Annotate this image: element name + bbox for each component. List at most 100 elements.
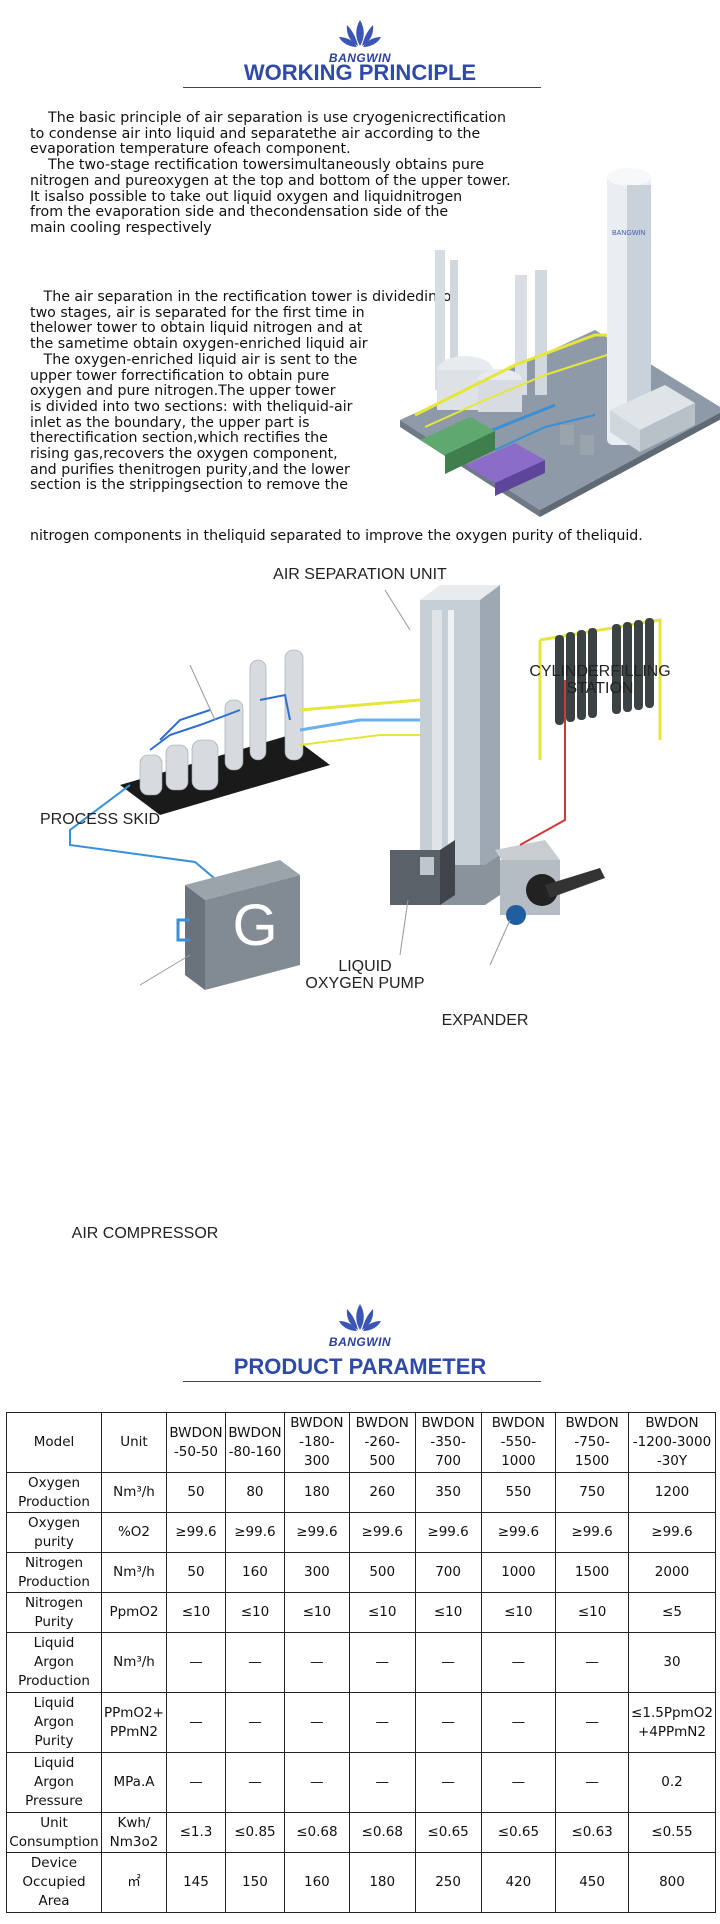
row-value: — (224, 1632, 285, 1693)
row-value: 550 (480, 1472, 557, 1513)
brand-name: BANGWIN (328, 1335, 392, 1349)
row-value: — (348, 1692, 416, 1753)
row-value: — (283, 1752, 350, 1813)
row-unit: Nm³/h (100, 1552, 167, 1593)
tower-brand: BANGWIN (612, 230, 645, 237)
row-value: ≥99.6 (555, 1512, 629, 1553)
principle-line: The basic principle of air separation is… (30, 110, 506, 126)
row-value: — (555, 1752, 629, 1813)
row-value: 160 (283, 1852, 350, 1913)
header-model-name: BWDON-1200-3000-30Y (627, 1412, 717, 1473)
header-model-name: BWDON-750-1500 (555, 1412, 629, 1473)
principle-line: main cooling respectively (30, 219, 212, 236)
row-unit: %O2 (100, 1512, 167, 1553)
row-value: ≥99.6 (627, 1512, 717, 1553)
row-value: — (480, 1752, 557, 1813)
label-air-separation-unit: AIR SEPARATION UNIT (273, 566, 447, 583)
row-value: ≥99.6 (414, 1512, 482, 1553)
principle-line: thelower tower to obtain liquid nitrogen… (30, 320, 363, 337)
row-value: ≤0.55 (627, 1812, 717, 1853)
row-value: 0.2 (627, 1752, 717, 1813)
title-divider (183, 1381, 541, 1382)
principle-line: rising gas,recovers the oxygen component… (30, 446, 338, 462)
row-value: ≥99.6 (348, 1512, 416, 1553)
row-value: ≤0.63 (555, 1812, 629, 1853)
row-unit: PpmO2 (100, 1592, 167, 1633)
label-cylinder-filling-line2: STATION (566, 680, 634, 697)
label-cylinder-filling: CYLINDERFILLING STATION (520, 663, 680, 697)
principle-line: The two-stage rectification towersimulta… (30, 157, 485, 174)
principle-line: to condense air into liquid and separate… (30, 125, 481, 142)
principle-line: and purifies thenitrogen purity,and the … (30, 461, 350, 478)
row-value: — (165, 1692, 226, 1753)
row-unit: PPmO2+PPmN2 (100, 1692, 167, 1753)
row-value: ≤0.85 (224, 1812, 285, 1853)
principle-line: therectification section,which rectifies… (30, 430, 328, 447)
row-value: ≤0.65 (414, 1812, 482, 1853)
lotus-icon (339, 1304, 381, 1331)
label-liquid-oxygen-pump-line2: OXYGEN PUMP (305, 975, 425, 992)
diagram-artwork: G (69, 585, 662, 990)
row-value: 1000 (480, 1552, 557, 1593)
row-value: 350 (414, 1472, 482, 1513)
label-liquid-oxygen-pump-line1: LIQUID (338, 958, 392, 975)
label-process-skid: PROCESS SKID (39, 811, 161, 828)
row-value: ≤10 (480, 1592, 557, 1633)
principle-line: from the evaporation side and thecondens… (30, 204, 449, 221)
row-unit: Kwh/Nm3o2 (100, 1812, 167, 1853)
principle-line: It isalso possible to take out liquid ox… (30, 188, 463, 205)
row-value: ≤0.65 (480, 1812, 557, 1853)
brand-logo: BANGWIN (0, 18, 720, 65)
row-value: — (348, 1632, 416, 1693)
label-air-compressor: AIR COMPRESSOR (71, 1225, 219, 1242)
row-unit: Nm³/h (100, 1632, 167, 1693)
row-value: 300 (283, 1552, 350, 1593)
principle-line: section is the strippingsection to remov… (30, 477, 348, 494)
title-divider (183, 87, 541, 88)
row-value: ≤1.5PpmO2+4PPmN2 (627, 1692, 717, 1753)
row-value: ≤10 (348, 1592, 416, 1633)
header-unit: Unit (100, 1412, 167, 1473)
principle-line: oxygen and pure nitrogen.The upper tower (30, 383, 336, 400)
row-value: 160 (224, 1552, 285, 1593)
row-value: 180 (283, 1472, 350, 1513)
header-model-name: BWDON-180-300 (283, 1412, 350, 1473)
row-value: 750 (555, 1472, 629, 1513)
label-expander: EXPANDER (441, 1012, 529, 1029)
row-value: — (224, 1752, 285, 1813)
header-model-name: BWDON-350-700 (414, 1412, 482, 1473)
header-model-name: BWDON-50-50 (165, 1412, 226, 1473)
principle-line: inlet as the boundary, the upper part is (30, 414, 310, 431)
row-value: 80 (224, 1472, 285, 1513)
row-value: 250 (414, 1852, 482, 1913)
brand-name: BANGWIN (328, 51, 392, 65)
row-value: — (414, 1632, 482, 1693)
header-model-name: BWDON-80-160 (224, 1412, 285, 1473)
row-value: 420 (480, 1852, 557, 1913)
row-value: 1500 (555, 1552, 629, 1593)
row-value: ≤10 (555, 1592, 629, 1633)
row-value: — (480, 1632, 557, 1693)
row-value: — (165, 1632, 226, 1693)
row-value: ≤10 (165, 1592, 226, 1633)
row-value: — (224, 1692, 285, 1753)
row-value: ≥99.6 (283, 1512, 350, 1553)
row-value: 2000 (627, 1552, 717, 1593)
row-unit: ㎡ (100, 1852, 167, 1913)
row-value: — (348, 1752, 416, 1813)
row-value: — (555, 1632, 629, 1693)
